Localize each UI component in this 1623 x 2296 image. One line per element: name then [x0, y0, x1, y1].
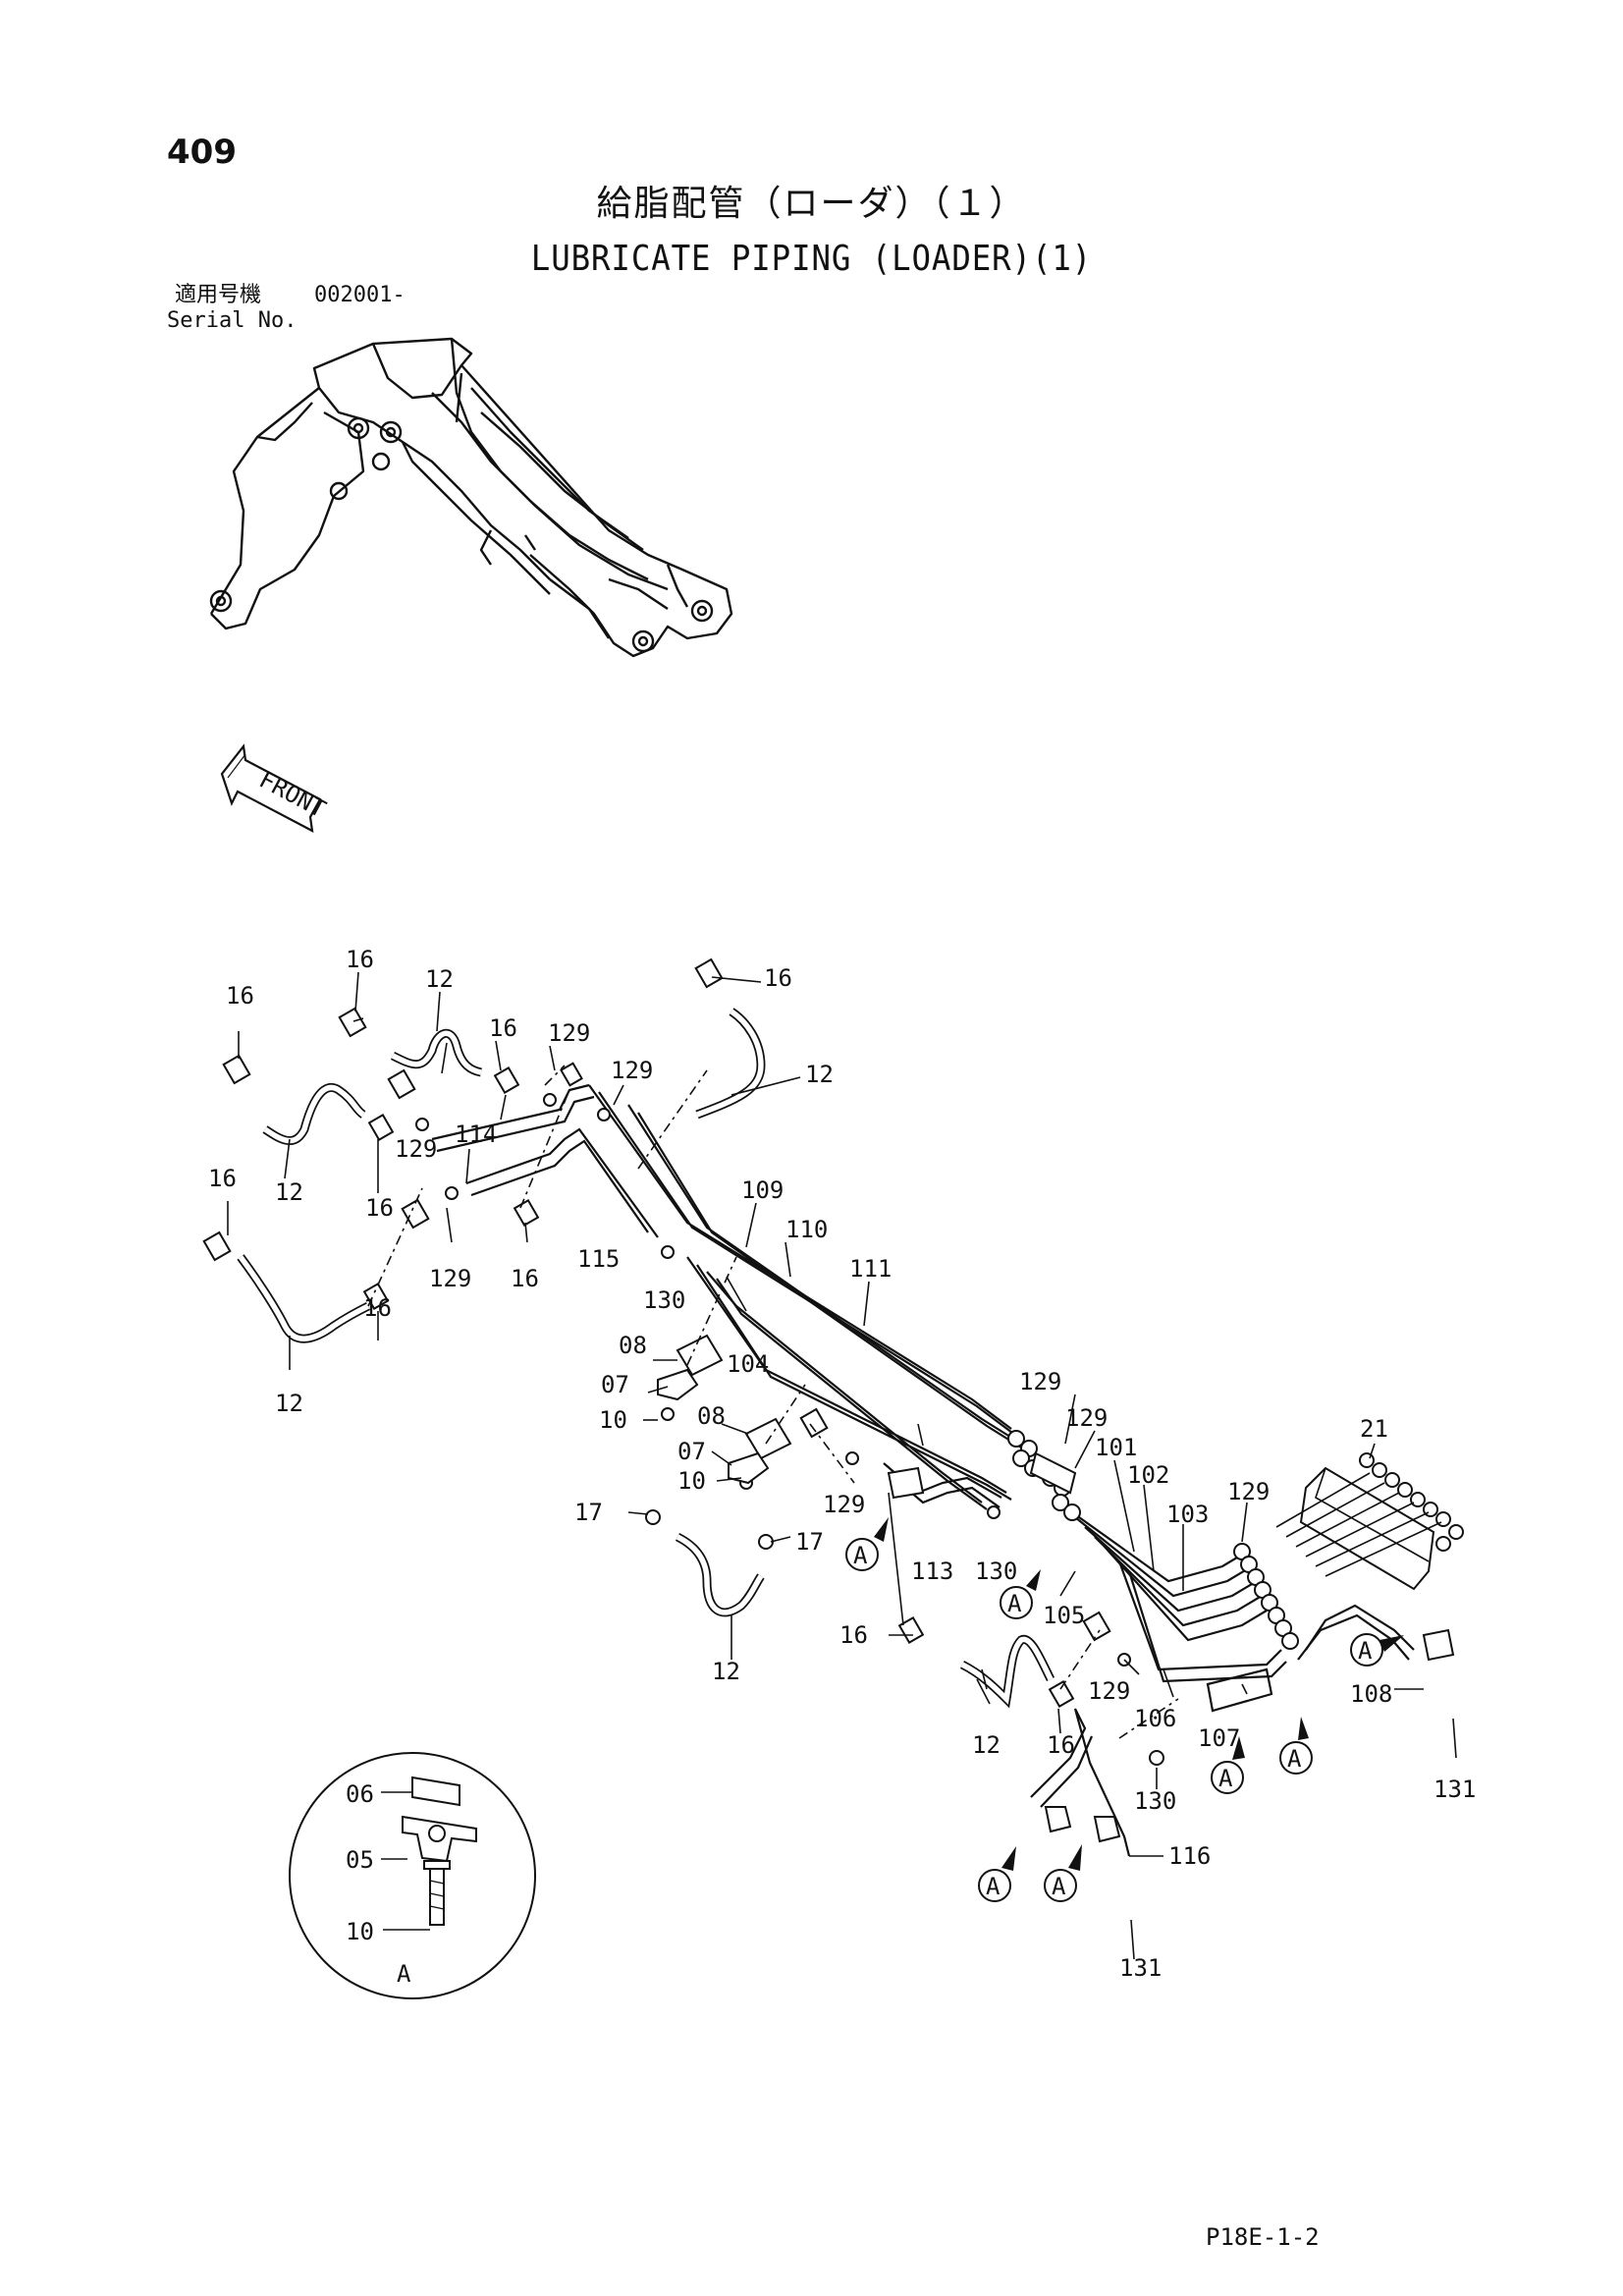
label-108: 108 [1350, 1680, 1392, 1708]
label-130: 130 [643, 1286, 685, 1314]
serial-label-english: Serial No. [167, 308, 298, 333]
document-code: P18E-1-2 [1206, 2223, 1320, 2251]
label-16: 16 [839, 1621, 868, 1649]
svg-text:A: A [1218, 1765, 1233, 1792]
distributor-block [1299, 1466, 1435, 1591]
label-129: 129 [611, 1057, 653, 1084]
title-japanese: 給脂配管（ローダ）（１） [596, 184, 1027, 224]
distributor-fittings [1359, 1452, 1464, 1552]
callout-a-3: A [1211, 1761, 1244, 1794]
label-21: 21 [1360, 1415, 1388, 1443]
elbow-fittings [202, 957, 1164, 1766]
label-06: 06 [346, 1780, 374, 1808]
label-103: 103 [1166, 1501, 1209, 1528]
label-16: 16 [226, 982, 254, 1010]
front-direction-arrow: FRONT [220, 743, 330, 833]
label-12: 12 [712, 1658, 740, 1685]
label-07: 07 [677, 1438, 706, 1465]
label-07: 07 [601, 1371, 629, 1398]
callout-a-1: A [845, 1538, 879, 1571]
svg-text:A: A [986, 1873, 1001, 1900]
label-113: 113 [911, 1558, 953, 1585]
label-107: 107 [1198, 1724, 1240, 1752]
label-115: 115 [577, 1245, 620, 1273]
rigid-pipe-group [431, 1083, 1415, 1857]
title-english: LUBRICATE PIPING (LOADER)(1) [530, 239, 1093, 279]
label-16: 16 [511, 1265, 539, 1292]
loader-overview-drawing [209, 337, 733, 658]
label-12: 12 [275, 1178, 303, 1206]
label-08: 08 [697, 1402, 726, 1430]
label-104: 104 [727, 1350, 769, 1378]
label-102: 102 [1127, 1461, 1169, 1489]
svg-text:A: A [1052, 1873, 1066, 1900]
label-12: 12 [972, 1731, 1001, 1759]
label-129: 129 [1227, 1478, 1270, 1505]
label-129: 129 [1019, 1368, 1061, 1395]
label-16: 16 [363, 1294, 392, 1322]
label-12: 12 [275, 1390, 303, 1417]
label-05: 05 [346, 1846, 374, 1874]
callout-a-5: A [1350, 1633, 1383, 1667]
label-111: 111 [849, 1255, 892, 1283]
fitting-row-upper [1007, 1430, 1081, 1521]
page-number: 409 [167, 133, 237, 172]
label-17: 17 [574, 1499, 603, 1526]
detail-a-label: A [397, 1960, 411, 1988]
callout-a-4: A [1279, 1741, 1313, 1775]
label-08: 08 [619, 1332, 647, 1359]
label-12: 12 [425, 965, 454, 993]
label-130: 130 [1134, 1787, 1176, 1815]
label-105: 105 [1043, 1602, 1085, 1629]
label-10: 10 [346, 1918, 374, 1945]
label-10: 10 [677, 1467, 706, 1495]
clamp-assemblies [657, 1334, 1455, 1843]
distributor-outlet-lines [1275, 1472, 1442, 1577]
callout-a-6: A [978, 1869, 1011, 1902]
label-129: 129 [548, 1019, 590, 1047]
label-109: 109 [741, 1176, 784, 1204]
fitting-row-lower [1233, 1543, 1299, 1650]
svg-text:A: A [1287, 1745, 1302, 1773]
serial-label-japanese: 適用号機 [175, 283, 262, 307]
label-129: 129 [429, 1265, 471, 1292]
label-116: 116 [1168, 1842, 1211, 1870]
callout-a-2: A [1000, 1586, 1033, 1619]
label-101: 101 [1095, 1434, 1137, 1461]
label-16: 16 [365, 1194, 394, 1222]
svg-text:A: A [1358, 1637, 1373, 1665]
leader-lines [227, 971, 1457, 1960]
svg-text:A: A [1007, 1590, 1022, 1617]
label-129: 129 [1065, 1404, 1108, 1432]
label-129: 129 [1088, 1677, 1130, 1705]
label-16: 16 [208, 1165, 237, 1192]
assembly-dashed-lines [367, 1065, 1179, 1739]
svg-text:A: A [853, 1542, 868, 1569]
label-17: 17 [795, 1528, 824, 1556]
part-number-labels: 16 12 16 16 12 16 129 129 114 129 12 16 … [208, 946, 1476, 1988]
label-10: 10 [599, 1406, 627, 1434]
callout-markers: A A A A A A A [845, 1517, 1404, 1902]
callout-a-7: A [1044, 1869, 1077, 1902]
label-129: 129 [395, 1135, 437, 1163]
label-16: 16 [1047, 1731, 1075, 1759]
label-130: 130 [975, 1558, 1017, 1585]
label-129: 129 [823, 1491, 865, 1518]
label-16: 16 [346, 946, 374, 973]
serial-value: 002001- [314, 283, 406, 307]
label-114: 114 [455, 1121, 497, 1148]
label-16: 16 [764, 964, 792, 992]
hose-group [237, 1008, 1055, 1709]
detail-a-view [289, 1752, 536, 1999]
label-131: 131 [1119, 1954, 1162, 1982]
label-131: 131 [1434, 1776, 1476, 1803]
label-110: 110 [785, 1216, 828, 1243]
label-106: 106 [1134, 1705, 1176, 1732]
label-12: 12 [805, 1061, 834, 1088]
label-16: 16 [489, 1014, 517, 1042]
